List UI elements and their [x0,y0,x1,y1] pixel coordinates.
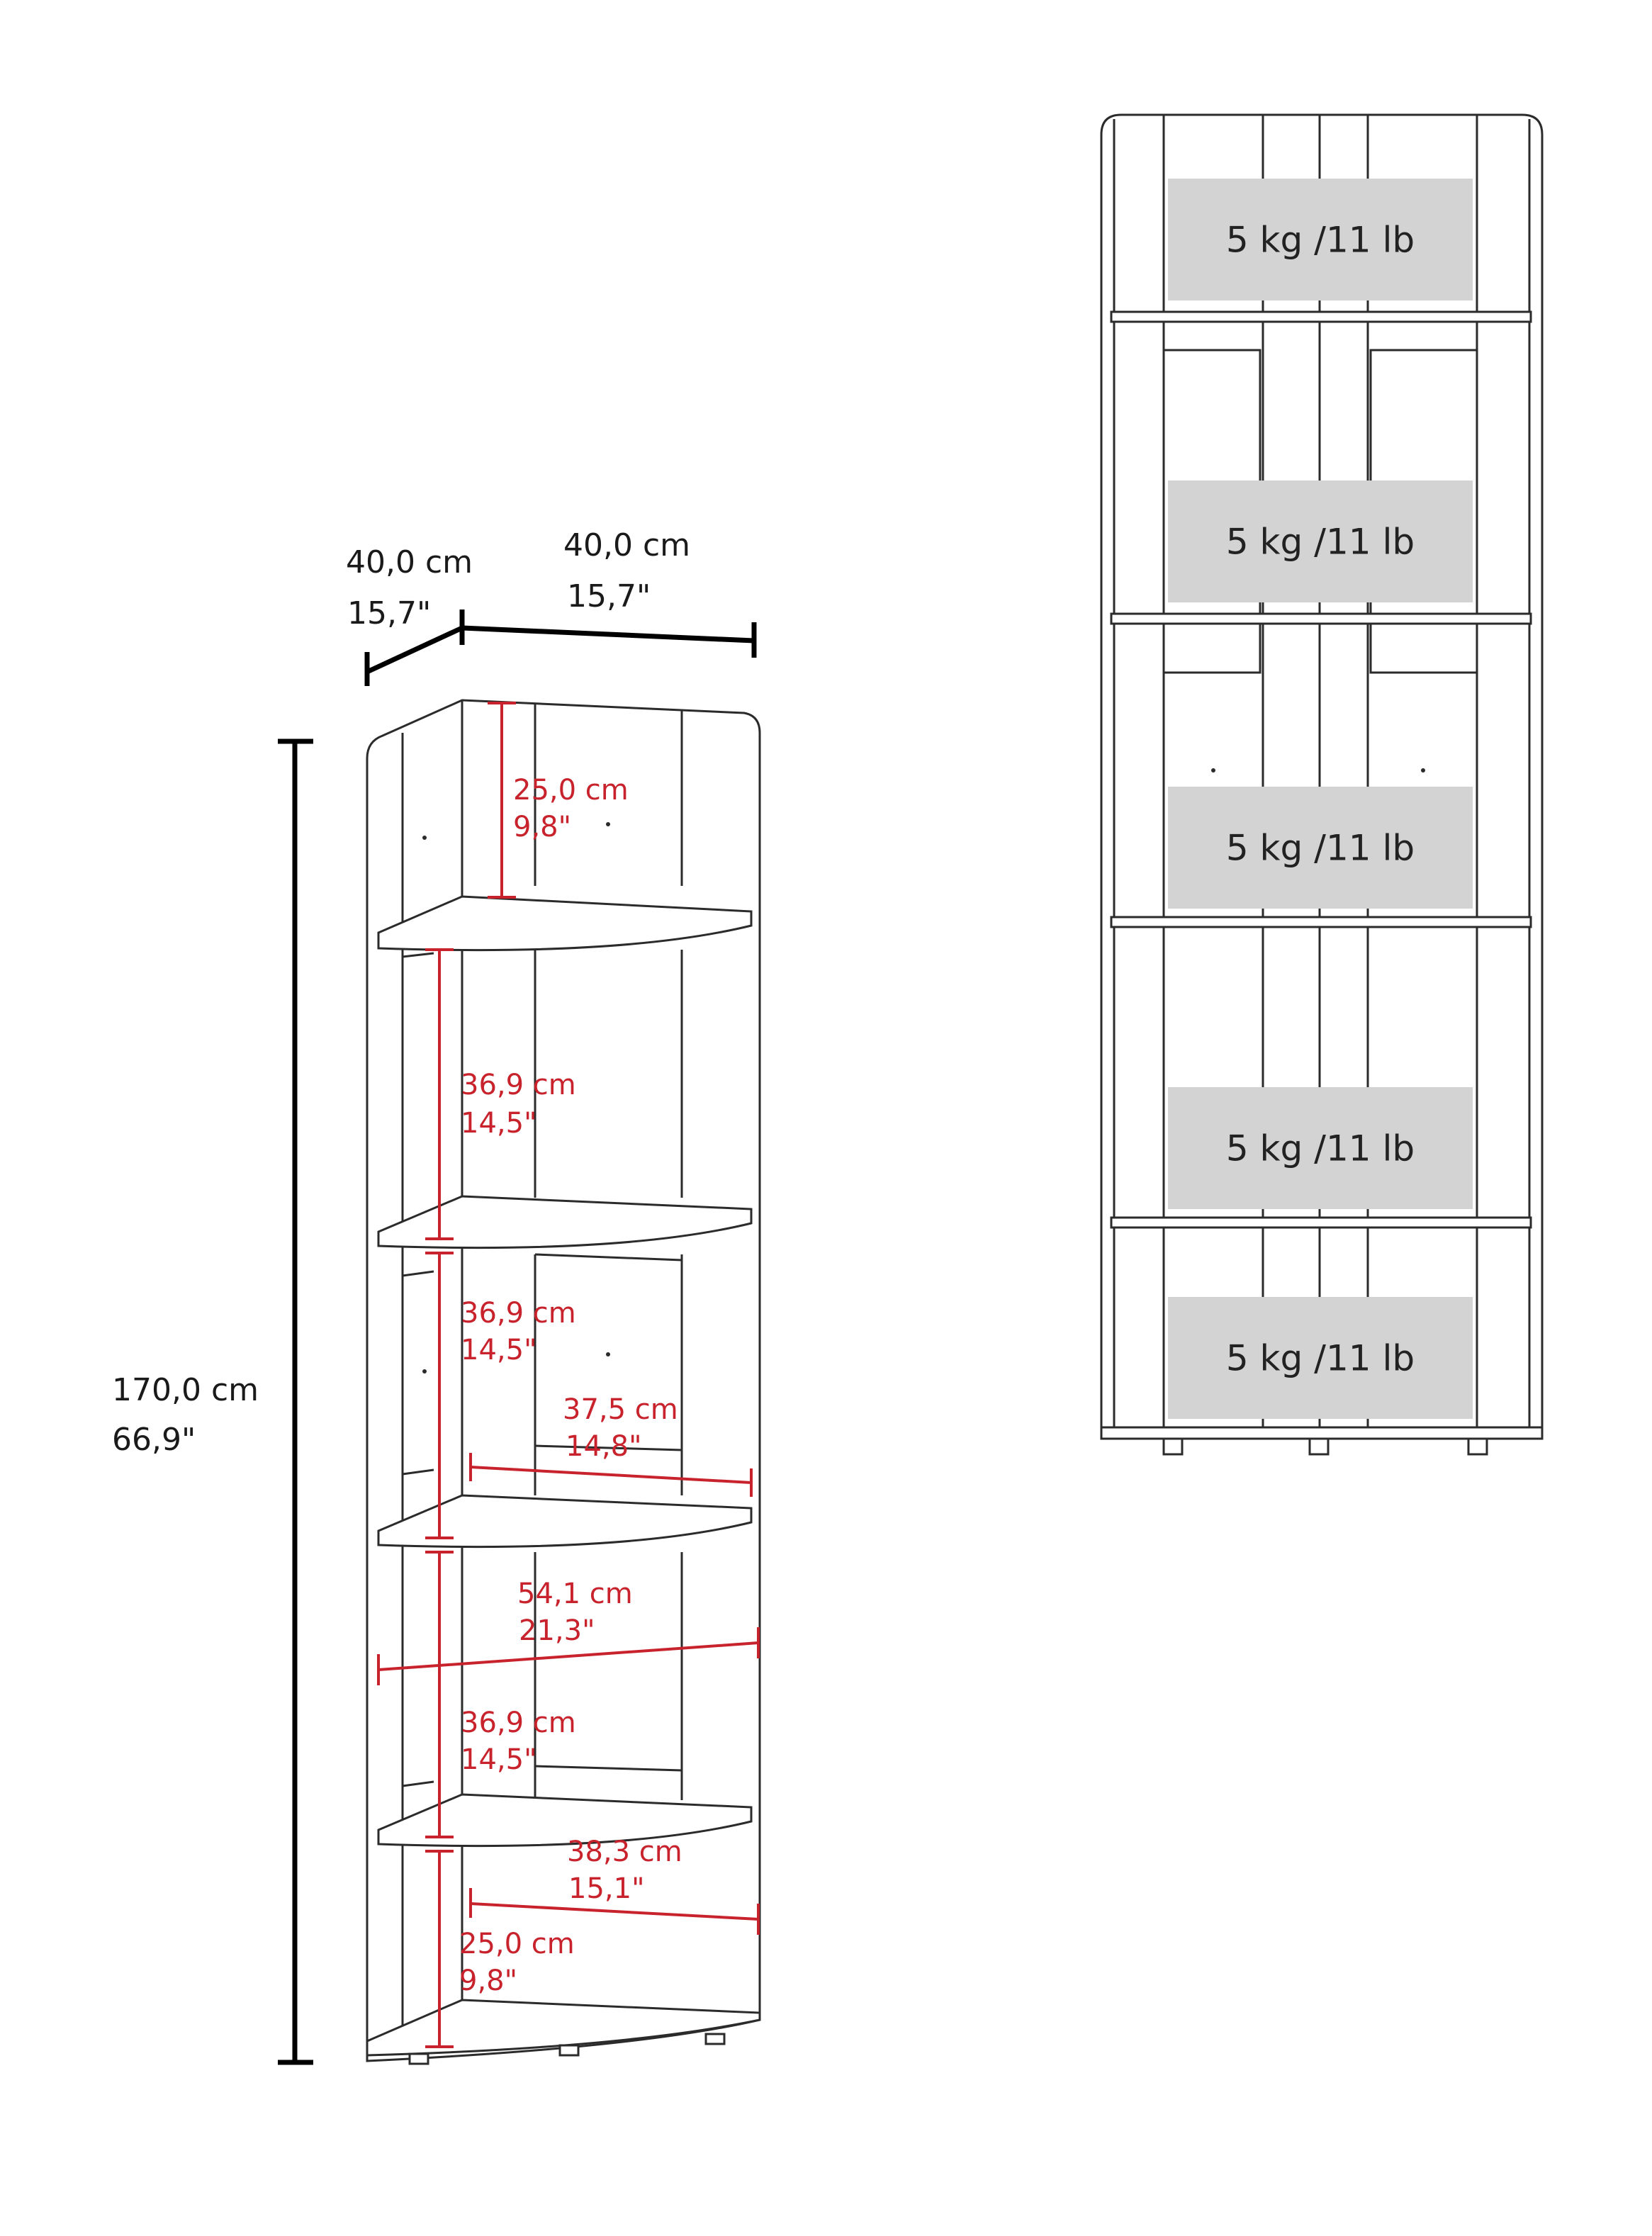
capacity-label: 5 kg /11 lb [1226,828,1415,869]
capacity-label: 5 kg /11 lb [1226,1128,1415,1169]
panel-line [534,1765,682,1772]
diagonal-in: 21,3" [519,1614,595,1647]
capacity-box [1168,481,1473,602]
front-shelf [1110,310,1532,323]
screw-dot [606,822,610,826]
foot [1308,1437,1330,1456]
shelf-width-4-cm: 38,3 cm [567,1836,682,1868]
shelf-width-3-line [470,1466,752,1484]
screw-dot [1211,768,1215,773]
top-gap-in: 9,8" [513,811,571,843]
panel-line [534,1444,682,1451]
gap-2-cm: 36,9 cm [461,1069,576,1101]
height-cm: 170,0 cm [112,1372,259,1408]
panel-line [402,952,434,958]
front-shelf [1110,1216,1532,1229]
top-gap-cm: 25,0 cm [513,774,629,807]
foot [1162,1437,1184,1456]
screw-dot [606,1352,610,1356]
gap-3-in: 14,5" [461,1334,536,1366]
capacity-box [1168,179,1473,300]
shelf-width-3-in: 14,8" [566,1430,641,1463]
front-shelf [1110,612,1532,625]
capacity-label: 5 kg /11 lb [1226,220,1415,261]
capacity-box [1168,1087,1473,1209]
bottom-gap-in: 9,8" [459,1965,517,1997]
panel-line [402,1270,434,1277]
foot [1467,1437,1488,1456]
panel-line [402,1780,434,1787]
front-view-drawing [1100,113,1544,1456]
shelf-bottom [366,1999,761,2057]
shelf-width-3-cm: 37,5 cm [563,1393,678,1426]
shelf-width-4-in: 15,1" [568,1872,644,1905]
depth-right-in: 15,7" [567,578,651,614]
depth-left-cm: 40,0 cm [346,544,473,580]
shelf-2 [377,1195,753,1249]
panel-line [534,1253,682,1262]
shelf-width-4-line [470,1902,759,1921]
capacity-label: 5 kg /11 lb [1226,522,1415,563]
internal-dimensions [377,702,760,2048]
gap-4-in: 14,5" [461,1743,536,1776]
diagonal-cm: 54,1 cm [517,1578,633,1610]
shelf-4 [377,1793,753,1848]
depth-line-right [461,625,755,644]
foot [408,2052,429,2065]
shelf-3 [377,1494,753,1549]
capacity-box [1168,787,1473,909]
gap-3-cm: 36,9 cm [461,1297,576,1330]
depth-dimension [364,609,757,686]
front-shelf [1110,916,1532,928]
gap-2-in: 14,5" [461,1107,536,1140]
bottom-gap-cm: 25,0 cm [459,1928,575,1960]
gap-4-cm: 36,9 cm [461,1707,576,1739]
capacity-label: 5 kg /11 lb [1226,1338,1415,1379]
depth-right-cm: 40,0 cm [563,527,690,563]
capacity-labels: 5 kg /11 lb 5 kg /11 lb 5 kg /11 lb 5 kg… [1168,179,1473,1419]
foot [558,2044,580,2057]
panel-line [402,1468,434,1476]
screw-dot [422,1369,427,1373]
depth-line-left [366,625,463,675]
height-dimension [278,738,313,2065]
foot [704,2033,726,2045]
height-in: 66,9" [112,1422,196,1458]
depth-left-in: 15,7" [347,595,431,631]
screw-dot [1421,768,1425,773]
diagonal-line [378,1641,759,1671]
capacity-box [1168,1297,1473,1419]
front-base [1100,1426,1544,1440]
corner-shelf-drawing [366,699,761,2065]
screw-dot [422,836,427,840]
